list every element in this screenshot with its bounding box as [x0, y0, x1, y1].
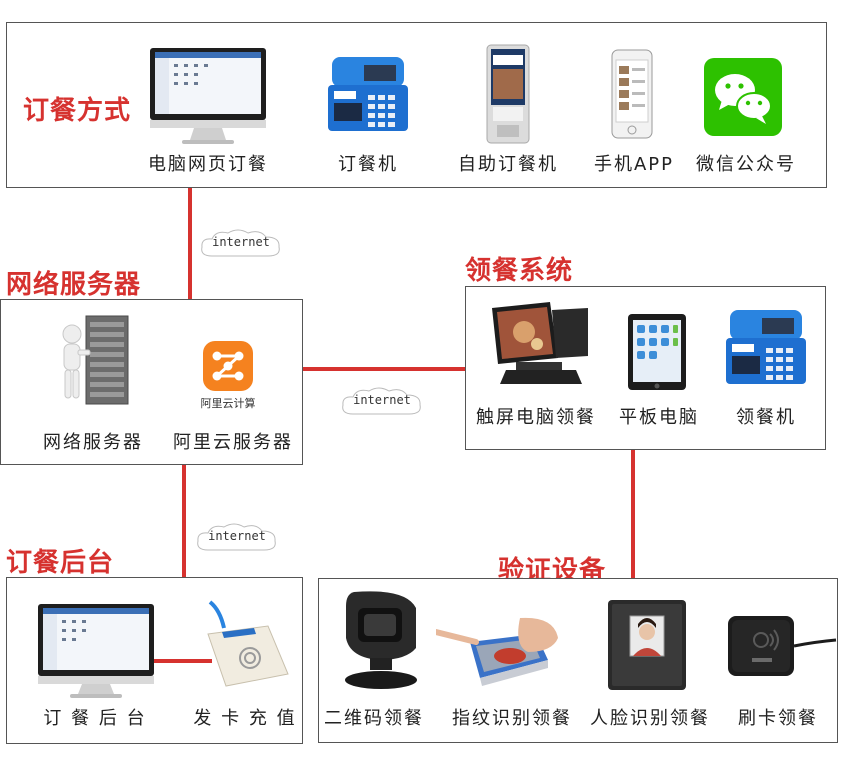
ordering-label-wechat: 微信公众号: [696, 154, 796, 175]
fingerprint-scanner-icon: [433, 612, 566, 696]
ordering-machine-icon: [326, 55, 410, 139]
desktop-monitor-icon: [148, 46, 268, 150]
verify-label-card: 刷卡领餐: [738, 708, 818, 729]
link-line-pickup-verify: [631, 449, 635, 578]
pickup-label-touchscreen: 触屏电脑领餐: [476, 407, 596, 428]
link-line-server-backend: [182, 464, 186, 578]
ordering-label-kiosk: 自助订餐机: [458, 154, 558, 175]
internet-cloud-2: internet: [339, 384, 425, 420]
ordering-label-app: 手机APP: [593, 154, 675, 175]
touchscreen-pos-icon: [484, 300, 594, 394]
pickup-machine-icon: [724, 308, 808, 392]
ordering-label-pc: 电脑网页订餐: [148, 154, 268, 175]
self-service-kiosk-icon: [483, 43, 533, 151]
verify-label-fingerprint: 指纹识别领餐: [452, 708, 572, 729]
verify-label-qr: 二维码领餐: [324, 708, 424, 729]
server-label-server: 网络服务器: [43, 432, 143, 453]
face-recognition-terminal-icon: [606, 598, 688, 696]
pickup-title: 领餐系统: [465, 256, 574, 286]
backend-monitor-icon: [36, 602, 156, 704]
server-title: 网络服务器: [6, 270, 142, 300]
ordering-title: 订餐方式: [23, 96, 132, 126]
verify-label-face: 人脸识别领餐: [590, 708, 710, 729]
internet-cloud-1: internet: [198, 226, 284, 262]
server-label-aliyun: 阿里云服务器: [173, 432, 293, 453]
tablet-icon: [626, 312, 688, 396]
internet-cloud-3: internet: [194, 520, 280, 556]
qr-scanner-icon: [336, 588, 426, 696]
link-line-ordering-server: [188, 187, 192, 299]
mobile-phone-icon: [610, 48, 654, 144]
server-rack-icon: [56, 312, 132, 412]
backend-title: 订餐后台: [6, 548, 115, 578]
pickup-label-tablet: 平板电脑: [619, 407, 699, 428]
ordering-label-machine: 订餐机: [338, 154, 398, 175]
card-reader-icon: [198, 600, 294, 696]
card-swipe-reader-icon: [726, 612, 838, 686]
backend-connector-line: [152, 659, 212, 663]
aliyun-logo-text: 阿里云计算: [200, 397, 256, 410]
aliyun-logo-icon: [200, 341, 256, 397]
internet-label-1: internet: [212, 235, 270, 249]
backend-label-card: 发 卡 充 值: [193, 708, 297, 729]
pickup-label-machine: 领餐机: [736, 407, 796, 428]
wechat-icon: [704, 58, 782, 140]
internet-label-2: internet: [353, 393, 411, 407]
ordering-box: [6, 22, 827, 188]
backend-label-console: 订 餐 后 台: [43, 708, 147, 729]
link-line-server-pickup: [302, 367, 466, 371]
internet-label-3: internet: [208, 529, 266, 543]
